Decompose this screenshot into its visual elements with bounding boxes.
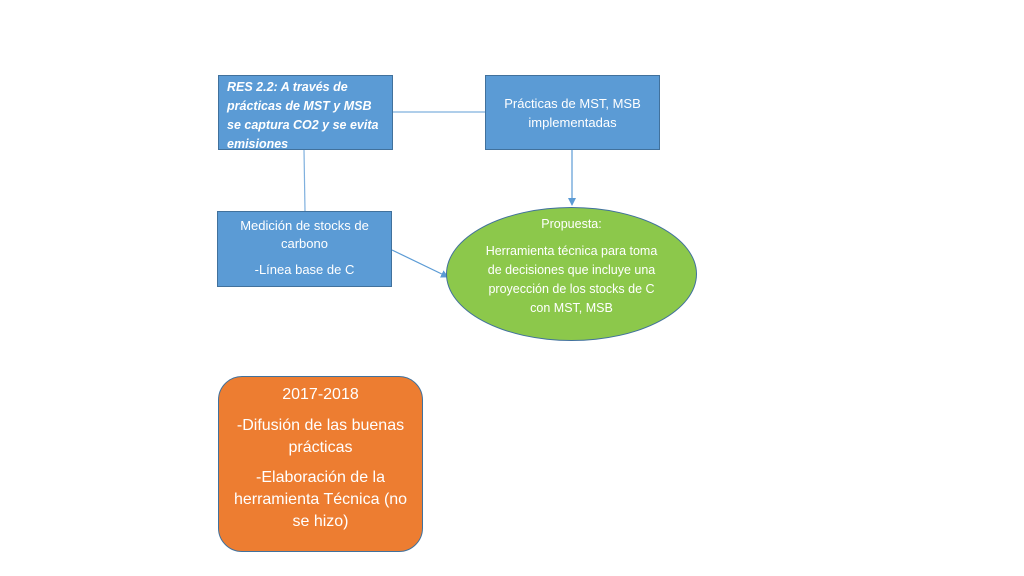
practicas-text: Prácticas de MST, MSB implementadas: [504, 95, 641, 130]
propuesta-title: Propuesta:: [541, 217, 602, 231]
practicas-box: Prácticas de MST, MSB implementadas: [485, 75, 660, 150]
timeline-item-difusion: -Difusión de las buenas prácticas: [236, 417, 405, 456]
timeline-item-elaboracion: -Elaboración de la herramienta Técnica (…: [233, 469, 408, 530]
arrow-medicion-propuesta: [391, 249, 449, 278]
timeline-period: 2017-2018: [282, 386, 359, 403]
timeline-box: 2017-2018 -Difusión de las buenas prácti…: [218, 376, 423, 552]
medicion-title: Medición de stocks de carbono: [240, 218, 369, 251]
res-2-2-text: RES 2.2: A través de prácticas de MST y …: [227, 80, 379, 151]
medicion-box: Medición de stocks de carbono -Línea bas…: [217, 211, 392, 287]
connector-res-medicion: [303, 149, 306, 212]
propuesta-body: Herramienta técnica para toma de decisio…: [485, 244, 658, 315]
medicion-baseline: -Línea base de C: [254, 262, 355, 277]
propuesta-ellipse: Propuesta: Herramienta técnica para toma…: [446, 207, 697, 341]
res-2-2-box: RES 2.2: A través de prácticas de MST y …: [218, 75, 393, 151]
